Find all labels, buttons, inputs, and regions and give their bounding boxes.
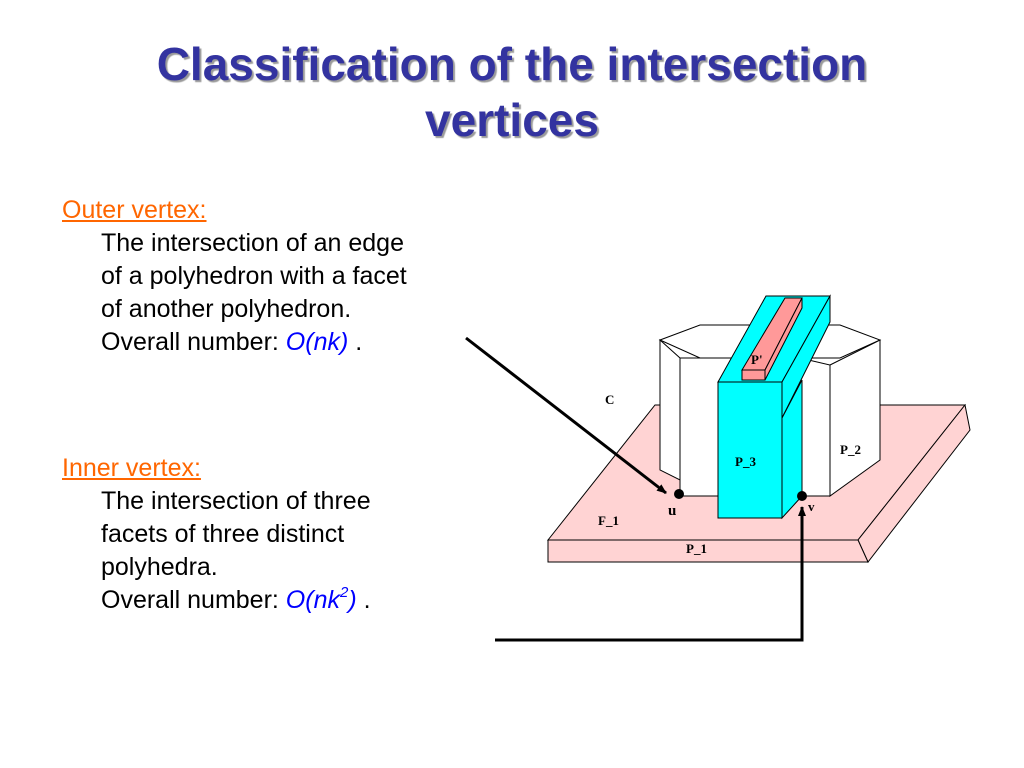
inner-vertex-heading: Inner vertex: bbox=[62, 454, 201, 482]
inner-line-1: The intersection of three bbox=[101, 487, 371, 515]
outer-line-2: of a polyhedron with a facet bbox=[101, 262, 407, 290]
label-v: v bbox=[808, 499, 815, 514]
outer-overall-number: Overall number: O(nk) . bbox=[101, 326, 407, 359]
label-c: C bbox=[605, 392, 614, 407]
inner-end: . bbox=[356, 586, 371, 614]
outer-line-3: of another polyhedron. bbox=[101, 295, 352, 323]
inner-overall-number: Overall number: O(nk2) . bbox=[101, 584, 371, 617]
label-f1: F_1 bbox=[598, 513, 619, 528]
inner-vertex-description: The intersection of three facets of thre… bbox=[62, 485, 371, 617]
outer-end: . bbox=[348, 328, 363, 356]
inner-complexity-base: O(nk bbox=[285, 586, 340, 614]
pink-right-face bbox=[764, 297, 803, 381]
inner-overall-label: Overall number: bbox=[101, 586, 286, 614]
label-p2: P_2 bbox=[840, 442, 861, 457]
title-line-2: vertices bbox=[425, 94, 599, 146]
inner-complexity: O(nk2) bbox=[285, 583, 357, 614]
prism-left-face bbox=[659, 338, 681, 481]
inner-line-3: polyhedra. bbox=[101, 553, 218, 581]
inner-line-2: facets of three distinct bbox=[101, 520, 345, 548]
outer-vertex-section: Outer vertex: The intersection of an edg… bbox=[62, 194, 407, 359]
prism-right-face bbox=[829, 339, 881, 497]
outer-vertex-arrow bbox=[465, 336, 667, 495]
label-p1: P_1 bbox=[686, 541, 707, 556]
pink-front-face bbox=[741, 369, 766, 381]
pink-polyhedron-p-prime bbox=[741, 297, 803, 381]
outer-vertex-heading: Outer vertex: bbox=[62, 196, 207, 224]
outer-vertex-description: The intersection of an edge of a polyhed… bbox=[62, 227, 407, 359]
inner-vertex-arrow bbox=[495, 506, 806, 642]
vertex-v-dot bbox=[797, 491, 807, 501]
label-p-prime: P' bbox=[751, 352, 763, 367]
label-p3: P_3 bbox=[735, 454, 756, 469]
inner-complexity-exponent: 2 bbox=[339, 583, 349, 601]
outer-overall-label: Overall number: bbox=[101, 328, 286, 356]
label-u: u bbox=[668, 503, 676, 519]
slide-title: Classification of the intersection verti… bbox=[0, 36, 1024, 148]
vertex-u-dot bbox=[674, 489, 684, 499]
outer-line-1: The intersection of an edge bbox=[101, 229, 404, 257]
title-line-1: Classification of the intersection bbox=[156, 38, 868, 90]
cyan-front-face bbox=[717, 381, 783, 519]
base-front-face bbox=[547, 539, 869, 563]
inner-vertex-section: Inner vertex: The intersection of three … bbox=[62, 452, 371, 617]
outer-complexity: O(nk) bbox=[285, 328, 349, 356]
inner-complexity-close: ) bbox=[348, 586, 357, 614]
prism-front-right-face bbox=[799, 357, 831, 497]
